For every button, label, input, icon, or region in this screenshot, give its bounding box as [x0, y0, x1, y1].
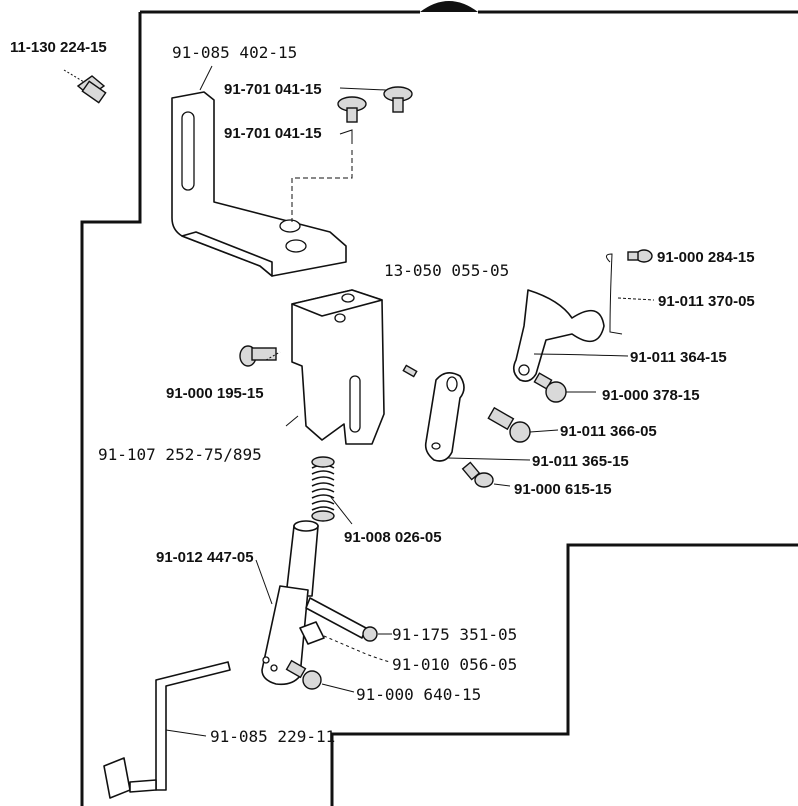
top-bump	[420, 1, 478, 12]
lever-screw	[533, 372, 596, 403]
link-part	[424, 372, 531, 462]
part-number-label: 91-175 351-05	[392, 625, 517, 644]
part-number-label: 91-010 056-05	[392, 655, 517, 674]
part-number-label: 91-107 252-75/895	[98, 445, 262, 464]
part-number-label: 91-000 615-15	[514, 481, 612, 498]
part-number-label: 91-000 640-15	[356, 685, 481, 704]
long-pin	[305, 597, 392, 642]
part-number-label: 91-085 402-15	[172, 43, 297, 62]
part-number-label: 91-085 229-11	[210, 727, 335, 746]
pin-part	[402, 364, 418, 378]
part-number-label: 91-011 365-15	[532, 453, 629, 470]
link-screw	[461, 461, 511, 488]
part-number-label: 91-012 447-05	[156, 549, 254, 566]
small-bolt	[299, 621, 391, 663]
guide-post	[255, 520, 319, 686]
shoulder-screw	[487, 406, 559, 443]
wire-spring	[606, 253, 623, 335]
part-number-label: 91-011 364-15	[630, 349, 727, 366]
part-number-label: 91-011 370-05	[658, 293, 755, 310]
top-right-screw	[627, 249, 653, 263]
pedal-rod	[103, 661, 231, 799]
part-number-label: 91-701 041-15	[224, 81, 322, 98]
block-part	[285, 289, 385, 445]
screw-pair	[291, 86, 413, 222]
l-bracket-part	[171, 65, 347, 277]
part-number-label: 13-050 055-05	[384, 261, 509, 280]
part-number-label: 91-000 378-15	[602, 387, 700, 404]
part-number-label: 91-701 041-15	[224, 125, 322, 142]
lever-part	[512, 289, 629, 382]
part-number-label: 91-000 195-15	[166, 385, 264, 402]
screw-part	[63, 69, 107, 104]
side-screw	[239, 345, 281, 367]
coil-spring	[311, 456, 353, 525]
casting-outline	[80, 10, 798, 806]
part-number-label: 11-130 224-15	[10, 39, 107, 56]
part-labels: 11-130 224-15 91-085 402-15 91-701 041-15 9…	[10, 39, 755, 746]
part-number-label: 91-000 284-15	[657, 249, 755, 266]
bottom-screw	[285, 659, 355, 693]
part-number-label: 91-008 026-05	[344, 529, 442, 546]
part-number-label: 91-011 366-05	[560, 423, 657, 440]
